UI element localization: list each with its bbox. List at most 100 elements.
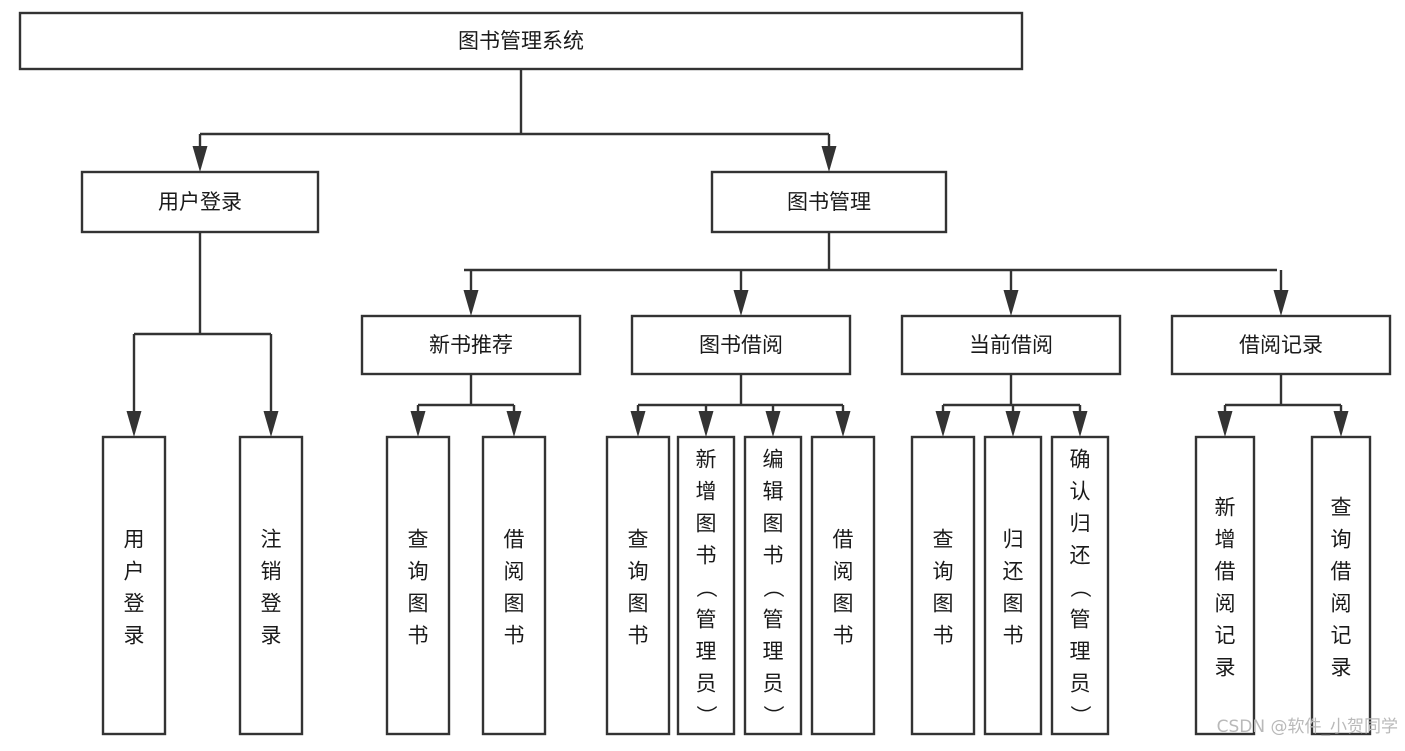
- node-label-leaf-add-book-admin-char-8: ）: [694, 705, 718, 726]
- node-label-leaf-query-borrow-record-char-4: 记: [1331, 623, 1352, 647]
- node-label-leaf-edit-book-admin-char-1: 辑: [763, 479, 784, 503]
- node-label-leaf-logout-login-char-2: 登: [261, 591, 282, 615]
- node-label-leaf-query-borrow-record-char-2: 借: [1331, 559, 1352, 583]
- node-label-leaf-add-book-admin-char-0: 新: [696, 447, 717, 471]
- node-book-management[interactable]: 图书管理: [710, 170, 948, 234]
- node-label-leaf-query-book-current-char-1: 询: [933, 559, 954, 583]
- node-label-leaf-edit-book-admin-char-2: 图: [763, 511, 784, 535]
- node-box-leaf-add-borrow-record: [1194, 435, 1256, 736]
- node-label-leaf-add-borrow-record-char-5: 录: [1215, 655, 1236, 679]
- node-label-leaf-return-book-char-0: 归: [1003, 527, 1024, 551]
- node-box-current-borrow: [900, 314, 1122, 376]
- node-label-leaf-borrow-book-recommend-char-2: 图: [504, 591, 525, 615]
- node-box-leaf-query-book-current: [910, 435, 976, 736]
- node-box-new-book-recommend: [360, 314, 582, 376]
- node-box-leaf-edit-book-admin: [743, 435, 803, 736]
- connector-current-borrow-to-leaves: [935, 374, 1088, 437]
- node-label-current-borrow: 当前借阅: [969, 333, 1053, 357]
- node-box-leaf-user-login: [101, 435, 167, 736]
- node-label-leaf-borrow-book-recommend-char-1: 阅: [504, 559, 525, 583]
- node-box-root: [18, 11, 1024, 71]
- node-label-leaf-return-book-char-3: 书: [1003, 623, 1024, 647]
- node-label-leaf-query-borrow-record-char-1: 询: [1331, 527, 1352, 551]
- node-label-leaf-edit-book-admin-char-5: 管: [763, 607, 784, 631]
- node-label-leaf-add-book-admin-char-7: 员: [696, 671, 717, 695]
- node-label-leaf-add-borrow-record-char-2: 借: [1215, 559, 1236, 583]
- node-label-leaf-confirm-return-admin-char-5: 管: [1070, 607, 1091, 631]
- node-box-leaf-query-borrow-record: [1310, 435, 1372, 736]
- node-label-leaf-user-login-char-3: 录: [124, 623, 145, 647]
- node-box-borrow-records: [1170, 314, 1392, 376]
- node-box-leaf-query-book-borrow: [605, 435, 671, 736]
- node-label-leaf-query-book-recommend-char-3: 书: [408, 623, 429, 647]
- node-layer: 图书管理系统用户登录图书管理新书推荐图书借阅当前借阅借阅记录用户登录注销登录查询…: [18, 11, 1392, 736]
- node-label-leaf-borrow-book-char-3: 书: [833, 623, 854, 647]
- node-label-leaf-user-login-char-0: 用: [124, 527, 145, 551]
- node-label-leaf-borrow-book-recommend-char-0: 借: [504, 527, 525, 551]
- node-label-leaf-logout-login-char-3: 录: [261, 623, 282, 647]
- node-label-leaf-edit-book-admin-char-0: 编: [763, 447, 784, 471]
- connector-borrow-records-to-leaves: [1217, 374, 1349, 437]
- node-label-leaf-edit-book-admin-char-8: ）: [761, 705, 785, 726]
- connector-user-login-to-leaves: [126, 232, 279, 437]
- node-label-leaf-user-login-char-2: 登: [124, 591, 145, 615]
- node-user-login[interactable]: 用户登录: [80, 170, 320, 234]
- node-label-leaf-query-borrow-record-char-0: 查: [1331, 495, 1352, 519]
- node-label-leaf-query-book-borrow-char-1: 询: [628, 559, 649, 583]
- node-label-leaf-confirm-return-admin-char-0: 确: [1070, 447, 1091, 471]
- csdn-watermark: CSDN @软件_小贺同学: [1217, 717, 1398, 737]
- node-label-leaf-query-book-borrow-char-3: 书: [628, 623, 649, 647]
- node-label-leaf-logout-login-char-0: 注: [261, 527, 282, 551]
- node-root[interactable]: 图书管理系统: [18, 11, 1024, 71]
- node-label-leaf-borrow-book-recommend-char-3: 书: [504, 623, 525, 647]
- node-label-leaf-query-book-recommend-char-0: 查: [408, 527, 429, 551]
- node-label-leaf-query-book-current-char-0: 查: [933, 527, 954, 551]
- node-label-root: 图书管理系统: [458, 29, 584, 53]
- connector-layer: [126, 69, 1349, 437]
- node-label-leaf-add-borrow-record-char-3: 阅: [1215, 591, 1236, 615]
- node-label-leaf-query-book-current-char-2: 图: [933, 591, 954, 615]
- node-label-leaf-edit-book-admin-char-6: 理: [763, 639, 784, 663]
- connector-root-to-level1: [192, 69, 837, 172]
- node-label-leaf-query-book-recommend-char-1: 询: [408, 559, 429, 583]
- node-box-leaf-add-book-admin: [676, 435, 736, 736]
- node-label-leaf-query-book-borrow-char-2: 图: [628, 591, 649, 615]
- node-box-book-borrow: [630, 314, 852, 376]
- node-label-leaf-edit-book-admin-char-7: 员: [763, 671, 784, 695]
- node-label-leaf-add-book-admin-char-5: 管: [696, 607, 717, 631]
- node-label-leaf-confirm-return-admin-char-2: 归: [1070, 511, 1091, 535]
- node-leaf-user-login[interactable]: 用户登录: [101, 435, 167, 736]
- connector-book-borrow-to-leaves: [630, 374, 851, 437]
- node-label-leaf-add-borrow-record-char-0: 新: [1215, 495, 1236, 519]
- node-label-leaf-edit-book-admin-char-3: 书: [763, 543, 784, 567]
- node-label-leaf-query-book-borrow-char-0: 查: [628, 527, 649, 551]
- node-box-user-login: [80, 170, 320, 234]
- node-label-leaf-borrow-book-char-2: 图: [833, 591, 854, 615]
- node-borrow-records[interactable]: 借阅记录: [1170, 314, 1392, 376]
- node-box-leaf-query-book-recommend: [385, 435, 451, 736]
- node-label-leaf-confirm-return-admin-char-3: 还: [1070, 543, 1091, 567]
- node-current-borrow[interactable]: 当前借阅: [900, 314, 1122, 376]
- node-label-leaf-confirm-return-admin-char-6: 理: [1070, 639, 1091, 663]
- node-new-book-recommend[interactable]: 新书推荐: [360, 314, 582, 376]
- node-box-leaf-borrow-book: [810, 435, 876, 736]
- node-label-leaf-user-login-char-1: 户: [124, 559, 145, 583]
- node-book-borrow[interactable]: 图书借阅: [630, 314, 852, 376]
- node-label-book-borrow: 图书借阅: [699, 333, 783, 357]
- node-label-leaf-add-book-admin-char-1: 增: [696, 479, 717, 503]
- node-label-leaf-query-borrow-record-char-3: 阅: [1331, 591, 1352, 615]
